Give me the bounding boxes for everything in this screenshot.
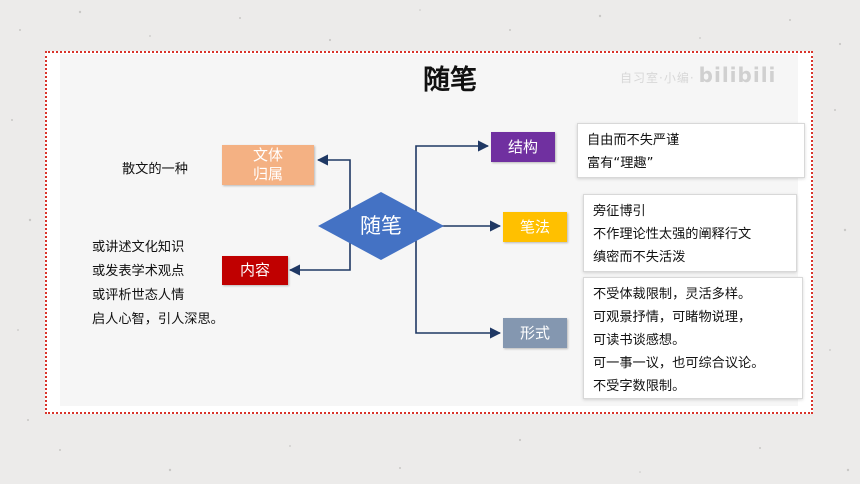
- form-desc-line: 不受体裁限制，灵活多样。: [593, 287, 752, 302]
- page-title: 随笔: [423, 65, 477, 96]
- node-genre: 文体 归属: [222, 145, 314, 185]
- form-desc-line: 可一事一议，也可综合议论。: [593, 356, 765, 371]
- content-description: 或讲述文化知识 或发表学术观点 或评析世态人情 启人心智，引人深思。: [92, 236, 224, 332]
- node-content: 内容: [222, 256, 288, 285]
- node-style-label: 笔法: [519, 217, 550, 236]
- center-diamond: [318, 192, 444, 260]
- form-desc-line: 可读书谈感想。: [593, 333, 686, 348]
- content-desc-line: 或发表学术观点: [92, 264, 185, 279]
- genre-desc-line: 散文的一种: [122, 162, 188, 177]
- node-genre-line2: 归属: [252, 165, 283, 183]
- content-desc-line: 或讲述文化知识: [92, 240, 185, 255]
- form-desc-line: 可观景抒情，可睹物说理，: [593, 310, 752, 325]
- watermark-text: 自习室·小编·: [620, 71, 695, 85]
- node-form: 形式: [503, 318, 567, 348]
- content-desc-line: 启人心智，引人深思。: [92, 312, 224, 327]
- genre-description: 散文的一种: [122, 158, 188, 182]
- node-structure-label: 结构: [507, 137, 538, 156]
- node-form-label: 形式: [519, 323, 550, 342]
- structure-desc-line: 自由而不失严谨: [587, 133, 680, 148]
- node-content-label: 内容: [239, 261, 270, 279]
- style-desc-line: 缜密而不失活泼: [593, 250, 686, 265]
- connector-to-content: [288, 240, 351, 276]
- watermark-brand: bilibili: [698, 63, 777, 87]
- node-style: 笔法: [503, 212, 567, 242]
- style-desc-line: 不作理论性太强的阐释行文: [593, 227, 752, 242]
- style-desc-line: 旁征博引: [593, 204, 646, 219]
- form-description: 不受体裁限制，灵活多样。 可观景抒情，可睹物说理， 可读书谈感想。 可一事一议，…: [583, 277, 803, 399]
- node-structure: 结构: [491, 132, 555, 162]
- connector-to-genre: [318, 160, 351, 210]
- style-description: 旁征博引 不作理论性太强的阐释行文 缜密而不失活泼: [583, 194, 797, 272]
- content-desc-line: 或评析世态人情: [92, 288, 185, 303]
- node-genre-line1: 文体: [252, 146, 283, 164]
- structure-desc-line: 富有“理趣”: [587, 156, 654, 171]
- watermark: 自习室·小编·bilibili: [620, 63, 776, 87]
- center-label: 随笔: [360, 214, 402, 238]
- connector-to-form: [415, 226, 502, 339]
- form-desc-line: 不受字数限制。: [593, 379, 686, 394]
- structure-description: 自由而不失严谨 富有“理趣”: [577, 123, 805, 178]
